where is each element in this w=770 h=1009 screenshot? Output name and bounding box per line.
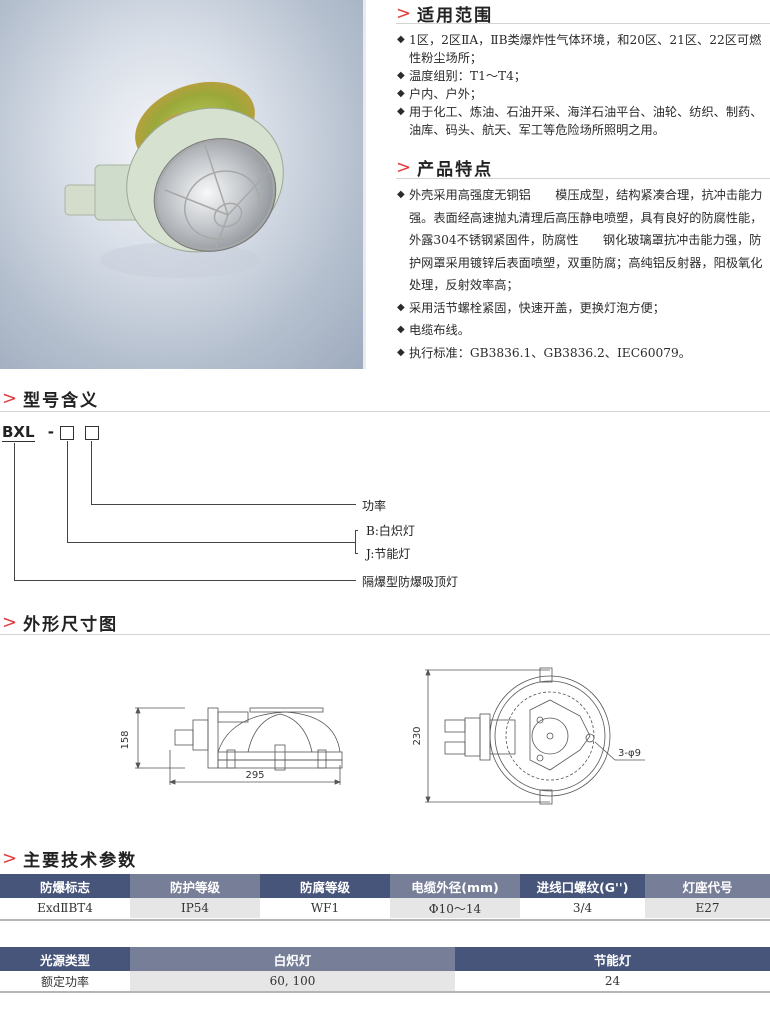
dim-diameter-label: 230 xyxy=(412,726,423,745)
section-title-application: > 适用范围 xyxy=(396,3,494,26)
dim-holes-label: 3-φ9 xyxy=(618,748,641,759)
list-item: ◆用于化工、炼油、石油开采、海洋石油平台、油轮、纺织、制药、油库、码头、航天、军… xyxy=(397,105,763,137)
table-header: 节能灯 xyxy=(455,947,770,971)
section-divider xyxy=(396,178,770,179)
table-cell: ExdⅡBT4 xyxy=(0,898,130,918)
side-view-drawing: 158 295 xyxy=(120,706,343,785)
photo-border xyxy=(363,0,366,369)
section-title-specs: > 主要技术参数 xyxy=(2,848,138,871)
bracket-line xyxy=(355,530,356,554)
label-type-b: B:白炽灯 xyxy=(366,524,415,538)
section-marker-icon: > xyxy=(2,612,20,633)
table-header: 电缆外径(mm) xyxy=(390,874,520,898)
list-item: ◆外壳采用高强度无铜铝 模压成型，结构紧凑合理，抗冲击能力强。表面经高速抛丸清理… xyxy=(397,184,770,297)
connector-line xyxy=(14,443,15,580)
table-cell: E27 xyxy=(645,898,770,918)
table-cell: 60, 100 xyxy=(130,971,455,991)
section-marker-icon: > xyxy=(396,157,414,178)
bullet-icon: ◆ xyxy=(397,88,405,99)
label-type-j: J:节能灯 xyxy=(366,547,411,561)
table-header: 白炽灯 xyxy=(130,947,455,971)
section-title-dimensions: > 外形尺寸图 xyxy=(2,612,119,635)
list-item: ◆温度组别：T1～T4； xyxy=(397,69,527,83)
top-view-drawing: 230 3-φ9 xyxy=(412,667,645,805)
connector-line xyxy=(67,542,355,543)
spec-table-2: 光源类型 白炽灯 节能灯 额定功率 60, 100 24 xyxy=(0,947,770,991)
table-header: 防爆标志 xyxy=(0,874,130,898)
dim-height-label: 158 xyxy=(120,730,131,749)
section-divider xyxy=(0,634,770,635)
bullet-icon: ◆ xyxy=(397,324,405,335)
connector-line xyxy=(91,441,92,504)
dim-width-label: 295 xyxy=(245,770,264,781)
list-item: ◆户内、户外； xyxy=(397,87,483,101)
table-header: 防护等级 xyxy=(130,874,260,898)
connector-line xyxy=(91,504,356,505)
section-divider xyxy=(396,23,770,24)
connector-line xyxy=(14,580,356,581)
lamp-illustration xyxy=(64,81,284,278)
table-divider xyxy=(0,919,770,921)
section-marker-icon: > xyxy=(2,848,20,869)
application-list: ◆1区，2区ⅡA，ⅡB类爆炸性气体环境，和20区、21区、22区可燃性粉尘场所；… xyxy=(397,31,770,139)
table-divider xyxy=(0,991,770,993)
table-cell: 3/4 xyxy=(520,898,645,918)
table-header-row: 防爆标志 防护等级 防腐等级 电缆外径(mm) 进线口螺纹(G'') 灯座代号 xyxy=(0,874,770,898)
table-header-row: 光源类型 白炽灯 节能灯 xyxy=(0,947,770,971)
product-photo xyxy=(0,0,363,369)
table-cell: 24 xyxy=(455,971,770,991)
bullet-icon: ◆ xyxy=(397,346,405,358)
section-marker-icon: > xyxy=(2,388,20,409)
section-divider xyxy=(0,411,770,412)
bullet-icon: ◆ xyxy=(397,301,405,313)
section-title-features: > 产品特点 xyxy=(396,157,494,180)
bullet-icon: ◆ xyxy=(397,189,405,200)
bracket-line xyxy=(355,553,358,554)
connector-line xyxy=(67,441,68,542)
section-title-model: > 型号含义 xyxy=(2,388,100,411)
list-item: ◆1区，2区ⅡA，ⅡB类爆炸性气体环境，和20区、21区、22区可燃性粉尘场所； xyxy=(397,33,762,65)
bullet-icon: ◆ xyxy=(397,70,405,81)
model-slot-power xyxy=(85,426,99,440)
table-header: 防腐等级 xyxy=(260,874,390,898)
bullet-icon: ◆ xyxy=(397,106,405,117)
table-row: 额定功率 60, 100 24 xyxy=(0,971,770,991)
table-header: 灯座代号 xyxy=(645,874,770,898)
label-power: 功率 xyxy=(362,499,387,513)
spec-table-1: 防爆标志 防护等级 防腐等级 电缆外径(mm) 进线口螺纹(G'') 灯座代号 … xyxy=(0,874,770,918)
features-list: ◆外壳采用高强度无铜铝 模压成型，结构紧凑合理，抗冲击能力强。表面经高速抛丸清理… xyxy=(397,184,770,364)
bullet-icon: ◆ xyxy=(397,34,405,45)
list-item: ◆电缆布线。 xyxy=(397,319,770,342)
list-item: ◆执行标准：GB3836.1、GB3836.2、IEC60079。 xyxy=(397,342,770,365)
model-code: BXL - xyxy=(2,423,55,442)
list-item: ◆采用活节螺栓紧固，快速开盖，更换灯泡方便； xyxy=(397,297,770,320)
table-cell: 额定功率 xyxy=(0,971,130,991)
table-cell: Φ10～14 xyxy=(390,898,520,918)
table-header: 进线口螺纹(G'') xyxy=(520,874,645,898)
label-product-name: 隔爆型防爆吸顶灯 xyxy=(362,575,459,589)
table-header: 光源类型 xyxy=(0,947,130,971)
table-row: ExdⅡBT4 IP54 WF1 Φ10～14 3/4 E27 xyxy=(0,898,770,918)
model-slot-type xyxy=(60,426,74,440)
table-cell: IP54 xyxy=(130,898,260,918)
section-marker-icon: > xyxy=(396,3,414,24)
bracket-line xyxy=(355,530,358,531)
table-cell: WF1 xyxy=(260,898,390,918)
